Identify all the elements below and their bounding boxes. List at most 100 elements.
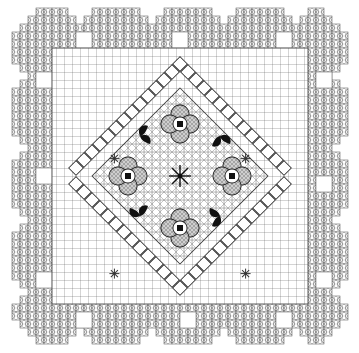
border-lace-cell <box>44 48 52 56</box>
border-open-block <box>276 312 292 328</box>
border-lace-cell <box>124 328 132 336</box>
border-lace-cell <box>308 200 316 208</box>
border-lace-cell <box>116 16 124 24</box>
border-lace-cell <box>340 240 348 248</box>
border-lace-cell <box>36 256 44 264</box>
border-lace-cell <box>28 256 36 264</box>
border-lace-cell <box>268 16 276 24</box>
border-lace-cell <box>108 40 116 48</box>
border-lace-cell <box>92 320 100 328</box>
border-lace-cell <box>308 272 316 280</box>
border-lace-cell <box>20 304 28 312</box>
border-open-block <box>76 32 92 48</box>
border-lace-cell <box>36 120 44 128</box>
border-lace-cell <box>12 272 20 280</box>
border-lace-cell <box>44 208 52 216</box>
border-lace-cell <box>220 312 228 320</box>
border-lace-cell <box>20 256 28 264</box>
border-lace-cell <box>180 8 188 16</box>
border-lace-cell <box>132 8 140 16</box>
border-lace-cell <box>316 216 324 224</box>
border-lace-cell <box>316 336 324 344</box>
border-lace-cell <box>28 160 36 168</box>
border-lace-cell <box>220 24 228 32</box>
border-lace-cell <box>12 112 20 120</box>
border-lace-cell <box>292 40 300 48</box>
border-lace-cell <box>28 280 36 288</box>
border-lace-cell <box>180 16 188 24</box>
border-lace-cell <box>28 56 36 64</box>
border-lace-cell <box>292 320 300 328</box>
border-lace-cell <box>20 200 28 208</box>
border-lace-cell <box>12 96 20 104</box>
border-lace-cell <box>340 232 348 240</box>
border-lace-cell <box>260 336 268 344</box>
small-star-bottom-left-icon <box>109 269 119 279</box>
border-lace-cell <box>12 304 20 312</box>
border-lace-cell <box>172 336 180 344</box>
border-lace-cell <box>124 304 132 312</box>
border-lace-cell <box>316 296 324 304</box>
border-lace-cell <box>12 128 20 136</box>
border-lace-cell <box>100 32 108 40</box>
border-lace-cell <box>44 264 52 272</box>
border-lace-cell <box>44 32 52 40</box>
border-lace-cell <box>324 312 332 320</box>
border-lace-cell <box>36 184 44 192</box>
border-lace-cell <box>188 40 196 48</box>
border-lace-cell <box>308 312 316 320</box>
border-lace-cell <box>20 96 28 104</box>
border-lace-cell <box>332 192 340 200</box>
border-lace-cell <box>316 8 324 16</box>
border-lace-cell <box>316 192 324 200</box>
border-lace-cell <box>44 64 52 72</box>
border-lace-cell <box>60 320 68 328</box>
border-lace-cell <box>20 184 28 192</box>
border-lace-cell <box>340 120 348 128</box>
border-lace-cell <box>116 40 124 48</box>
border-lace-cell <box>20 88 28 96</box>
border-lace-cell <box>340 112 348 120</box>
border-lace-cell <box>44 88 52 96</box>
border-lace-cell <box>36 96 44 104</box>
border-lace-cell <box>36 16 44 24</box>
border-lace-cell <box>44 184 52 192</box>
border-lace-cell <box>108 304 116 312</box>
border-lace-cell <box>116 304 124 312</box>
border-lace-cell <box>36 8 44 16</box>
border-lace-cell <box>108 16 116 24</box>
border-lace-cell <box>252 328 260 336</box>
border-lace-cell <box>196 320 204 328</box>
border-lace-cell <box>340 40 348 48</box>
border-lace-cell <box>308 208 316 216</box>
border-lace-cell <box>332 280 340 288</box>
border-lace-cell <box>20 80 28 88</box>
border-lace-cell <box>332 224 340 232</box>
border-lace-cell <box>276 24 284 32</box>
border-lace-cell <box>164 328 172 336</box>
border-lace-cell <box>340 248 348 256</box>
border-lace-cell <box>100 320 108 328</box>
border-lace-cell <box>324 240 332 248</box>
border-lace-cell <box>20 64 28 72</box>
border-lace-cell <box>52 24 60 32</box>
border-lace-cell <box>332 200 340 208</box>
border-lace-cell <box>228 16 236 24</box>
border-lace-cell <box>332 240 340 248</box>
border-lace-cell <box>36 64 44 72</box>
border-lace-cell <box>12 104 20 112</box>
border-lace-cell <box>260 40 268 48</box>
border-lace-cell <box>28 32 36 40</box>
border-lace-cell <box>212 328 220 336</box>
border-lace-cell <box>36 152 44 160</box>
border-lace-cell <box>292 24 300 32</box>
border-lace-cell <box>108 32 116 40</box>
border-lace-cell <box>164 336 172 344</box>
border-lace-cell <box>308 80 316 88</box>
border-lace-cell <box>300 320 308 328</box>
border-lace-cell <box>204 336 212 344</box>
border-lace-cell <box>44 240 52 248</box>
border-lace-cell <box>316 320 324 328</box>
border-lace-cell <box>204 16 212 24</box>
border-lace-cell <box>316 168 324 176</box>
